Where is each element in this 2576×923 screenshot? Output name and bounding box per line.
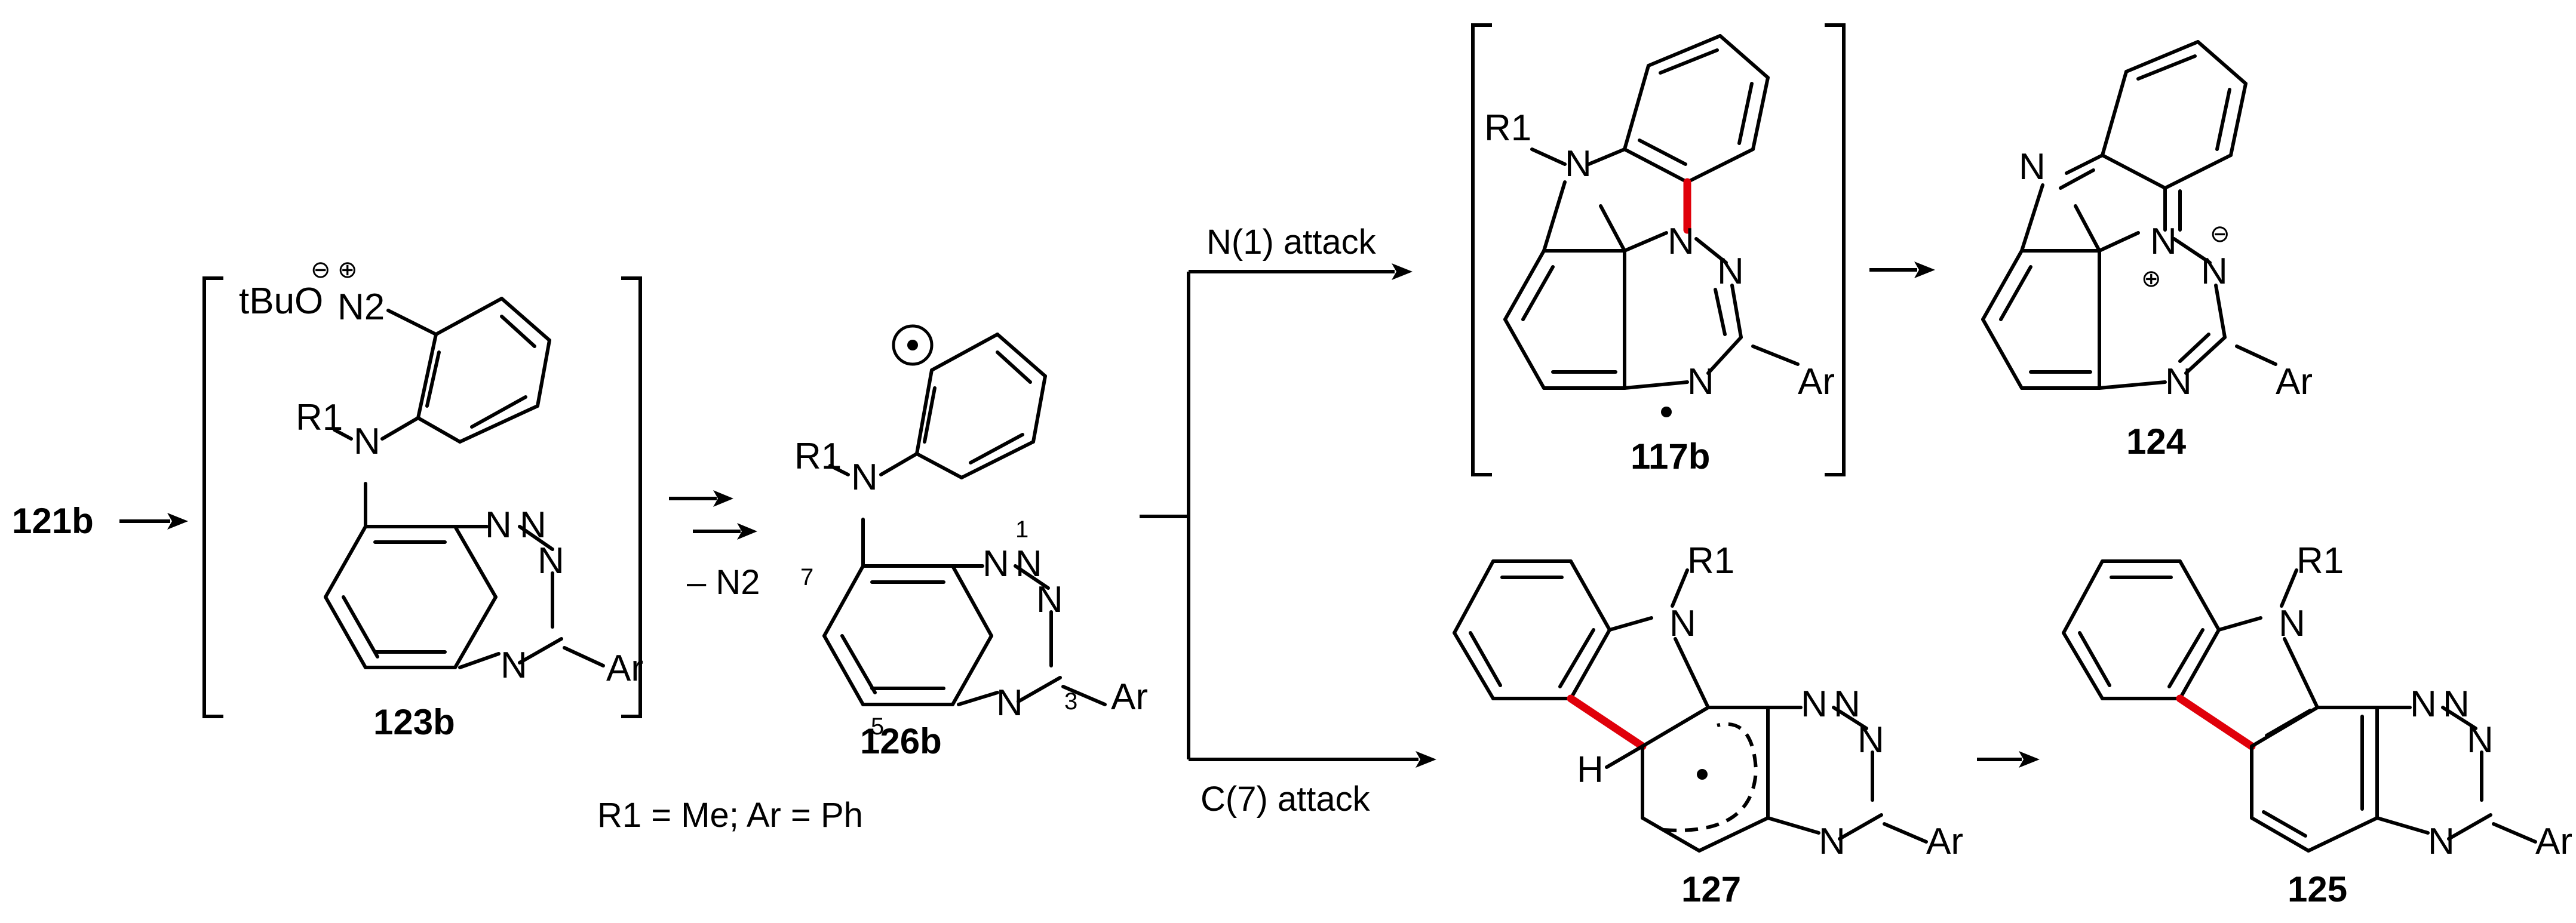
structure-125: [2062, 559, 2537, 853]
atom-n: N: [851, 457, 878, 498]
c125-r1: R1: [2296, 540, 2344, 582]
c123b-diazonium: N2: [337, 287, 385, 328]
atom-n: N: [520, 504, 546, 546]
atom-n: N: [1857, 719, 1884, 761]
locant-5: 5: [871, 713, 884, 740]
c123b-r1: R1: [296, 397, 343, 438]
minus-sign: ⊖: [311, 257, 331, 283]
minus-sign: ⊖: [2210, 221, 2230, 247]
c126b-r1: R1: [794, 436, 842, 477]
compound-121b-label: 121b: [12, 501, 94, 541]
c123b-ar: Ar: [606, 648, 643, 689]
c127-ar: Ar: [1926, 821, 1963, 862]
atom-n: N: [354, 421, 380, 462]
arrows-123b-to-126b: [669, 490, 757, 540]
plus-sign: ⊕: [2141, 266, 2161, 292]
bracket-123b: [202, 276, 642, 718]
atom-n: N: [996, 682, 1023, 724]
branch-arrows: [1140, 263, 1436, 768]
atom-n: N: [1015, 543, 1042, 584]
atom-n: N: [1669, 603, 1696, 644]
c125-ar: Ar: [2535, 821, 2572, 862]
atom-n: N: [1565, 143, 1592, 184]
atom-n: N: [1834, 684, 1860, 725]
atom-n: N: [2443, 684, 2470, 725]
atom-n: N: [2467, 719, 2494, 761]
locant-1: 1: [1015, 516, 1028, 543]
atom-n: N: [1801, 684, 1828, 725]
locant-3: 3: [1064, 688, 1077, 715]
c117b-r1: R1: [1484, 107, 1531, 149]
compound-126b-label: 126b: [860, 721, 942, 761]
arrow-127-to-125: [1977, 751, 2040, 768]
c117b-ar: Ar: [1798, 361, 1835, 402]
atom-n: N: [2150, 221, 2177, 262]
locant-7: 7: [800, 564, 813, 590]
r1-ar-definitions: R1 = Me; Ar = Ph: [597, 796, 863, 835]
atom-n: N: [1668, 221, 1694, 262]
compound-125-label: 125: [2288, 869, 2347, 909]
atom-n: N: [982, 543, 1009, 584]
atom-n: N: [2428, 821, 2455, 862]
loss-of-n2: – N2: [687, 563, 760, 602]
branch-c7-attack: C(7) attack: [1201, 780, 1371, 819]
structure-117b: [1503, 34, 1800, 417]
atom-n: N: [1687, 361, 1714, 402]
atom-n: N: [2410, 684, 2437, 725]
atom-n: N: [501, 645, 527, 686]
atom-n: N: [485, 504, 512, 546]
atom-n: N: [2165, 361, 2192, 402]
structure-123b: [324, 297, 605, 669]
c126b-ar: Ar: [1111, 676, 1148, 718]
plus-sign: ⊕: [337, 257, 358, 283]
arrow-121b-to-123b: [119, 513, 188, 530]
atom-n: N: [1717, 251, 1744, 292]
arrow-117b-to-124: [1869, 261, 1935, 278]
c123b-counterion: tBuO: [239, 281, 323, 322]
c124-ar: Ar: [2276, 361, 2313, 402]
compound-124-label: 124: [2126, 421, 2187, 461]
branch-n1-attack: N(1) attack: [1206, 223, 1377, 261]
compound-123b-label: 123b: [373, 702, 455, 742]
atom-n: N: [2019, 146, 2046, 187]
atom-n: N: [2279, 603, 2305, 644]
c127-h: H: [1577, 749, 1604, 790]
structure-126b: [822, 324, 1107, 706]
atom-n: N: [2201, 251, 2228, 292]
atom-n: N: [1036, 579, 1063, 620]
atom-n: N: [538, 540, 564, 582]
atom-n: N: [1819, 821, 1846, 862]
compound-127-label: 127: [1681, 869, 1741, 909]
structure-127: [1453, 559, 1928, 853]
compound-117b-label: 117b: [1631, 436, 1710, 476]
bracket-117b: [1471, 23, 1846, 476]
c127-r1: R1: [1687, 540, 1734, 582]
structure-124: [1981, 40, 2277, 390]
